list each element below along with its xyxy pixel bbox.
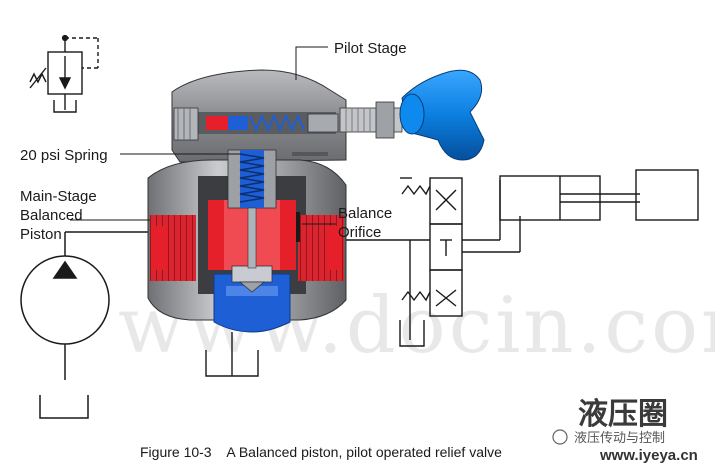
leader-lines bbox=[70, 46, 336, 225]
label-balance: Balance bbox=[338, 205, 392, 222]
label-spring: 20 psi Spring bbox=[20, 147, 108, 164]
stamp-logo: 液压圈 液压传动与控制 www.iyeya.cn bbox=[552, 397, 698, 464]
stamp-url: www.iyeya.cn bbox=[599, 447, 698, 464]
relief-valve-symbol bbox=[29, 34, 99, 113]
valve-body bbox=[147, 69, 347, 333]
label-pilot-stage: Pilot Stage bbox=[334, 40, 407, 57]
pump-symbol bbox=[20, 231, 150, 419]
label-piston: Piston bbox=[20, 226, 62, 243]
tank-symbol bbox=[205, 332, 259, 377]
label-orifice: Orifice bbox=[338, 224, 381, 241]
label-balanced: Balanced bbox=[20, 207, 83, 224]
directional-valve-symbol bbox=[346, 169, 699, 347]
stamp-subtitle: 液压传动与控制 bbox=[574, 431, 665, 446]
stamp-title: 液压圈 bbox=[578, 397, 668, 432]
wechat-icon bbox=[552, 429, 568, 445]
adjustment-knob bbox=[339, 69, 485, 161]
label-main-stage: Main-Stage bbox=[20, 188, 97, 205]
figure-caption: Figure 10-3 A Balanced piston, pilot ope… bbox=[140, 444, 502, 460]
